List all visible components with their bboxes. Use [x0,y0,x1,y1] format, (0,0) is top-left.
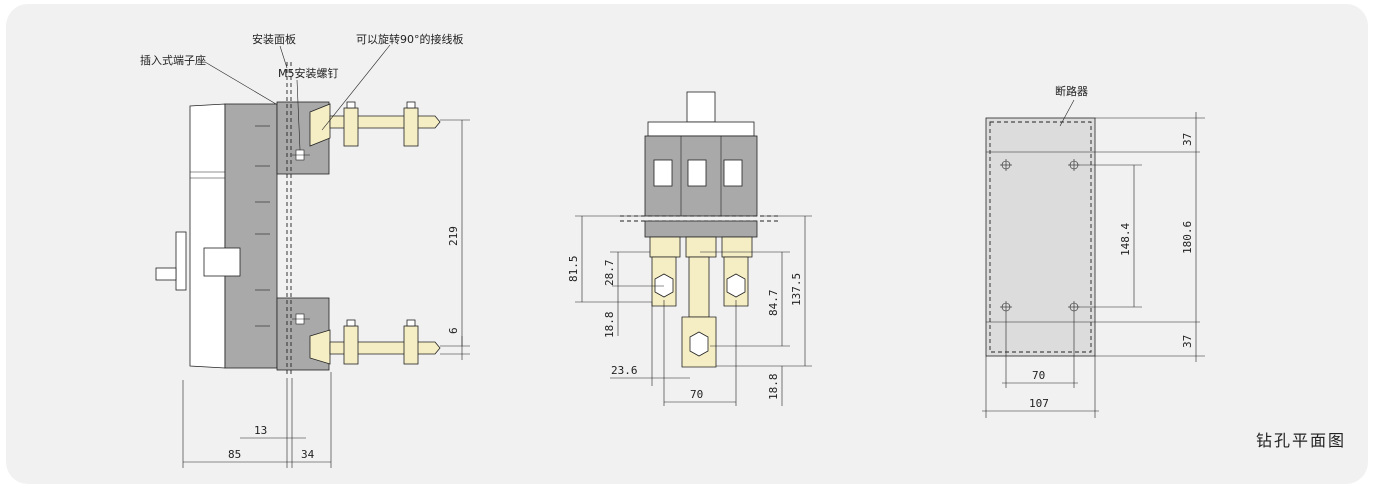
dim-37-bottom: 37 [1181,335,1194,348]
dim-23-6: 23.6 [611,364,638,377]
dim-18-8-left: 18.8 [603,312,616,339]
mount-hole-icon [1000,159,1080,313]
dim-70-front: 70 [690,388,703,401]
breaker-outline [989,121,1092,353]
drill-plan-title: 钻孔平面图 [1256,431,1346,450]
breaker-front-cover [189,103,226,369]
handle-base [175,231,187,291]
label-rotatable-terminal: 可以旋转90°的接线板 [356,32,464,46]
dim-84-7: 84.7 [767,290,780,317]
handle [155,267,177,281]
dim-18-8-bottom: 18.8 [767,374,780,401]
terminal-top [309,103,331,147]
dim-137-5: 137.5 [790,273,803,306]
dim-13: 13 [254,424,267,437]
screw-icon [292,149,310,325]
mount-plate [985,117,1096,357]
plugin-base-front [644,220,758,238]
dim-70-plan: 70 [1032,369,1045,382]
label-breaker: 断路器 [1055,84,1088,98]
dim-37-top: 37 [1181,133,1194,146]
breaker-top-knob [686,91,716,123]
side-view [155,44,470,468]
dim-6: 6 [447,327,460,334]
dim-85: 85 [228,448,241,461]
breaker-body [224,103,278,369]
dim-219: 219 [447,226,460,246]
front-view [575,91,812,406]
dim-34: 34 [301,448,315,461]
dim-180-6: 180.6 [1181,221,1194,254]
dim-107: 107 [1029,397,1049,410]
terminal-bottom [309,329,331,365]
dim-148-4: 148.4 [1119,223,1132,256]
label-plugin-base: 插入式端子座 [140,53,206,67]
label-m5-screw: M5安装螺钉 [278,66,339,80]
dim-28-7: 28.7 [603,260,616,287]
label-mount-panel: 安装面板 [252,32,296,46]
dim-81-5: 81.5 [567,256,580,283]
drill-plan [982,99,1205,418]
